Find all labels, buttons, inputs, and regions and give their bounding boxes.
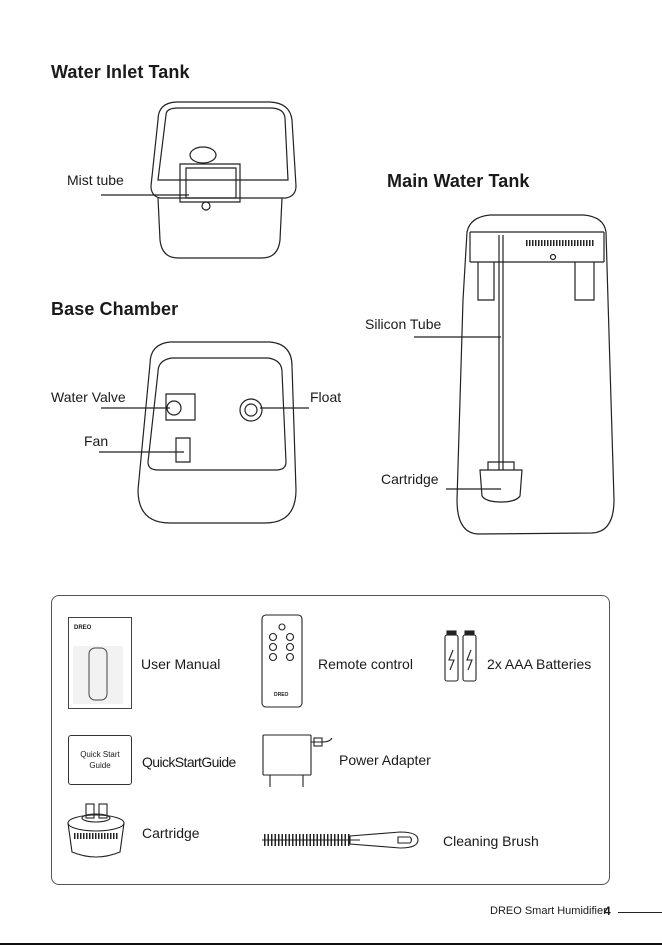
- label-cleaning-brush: Cleaning Brush: [443, 833, 539, 849]
- page-number: 4: [604, 904, 611, 918]
- bottom-rule: [0, 943, 662, 945]
- footer-title: DREO Smart Humidifier: [490, 905, 607, 917]
- footer-rule: [618, 912, 662, 913]
